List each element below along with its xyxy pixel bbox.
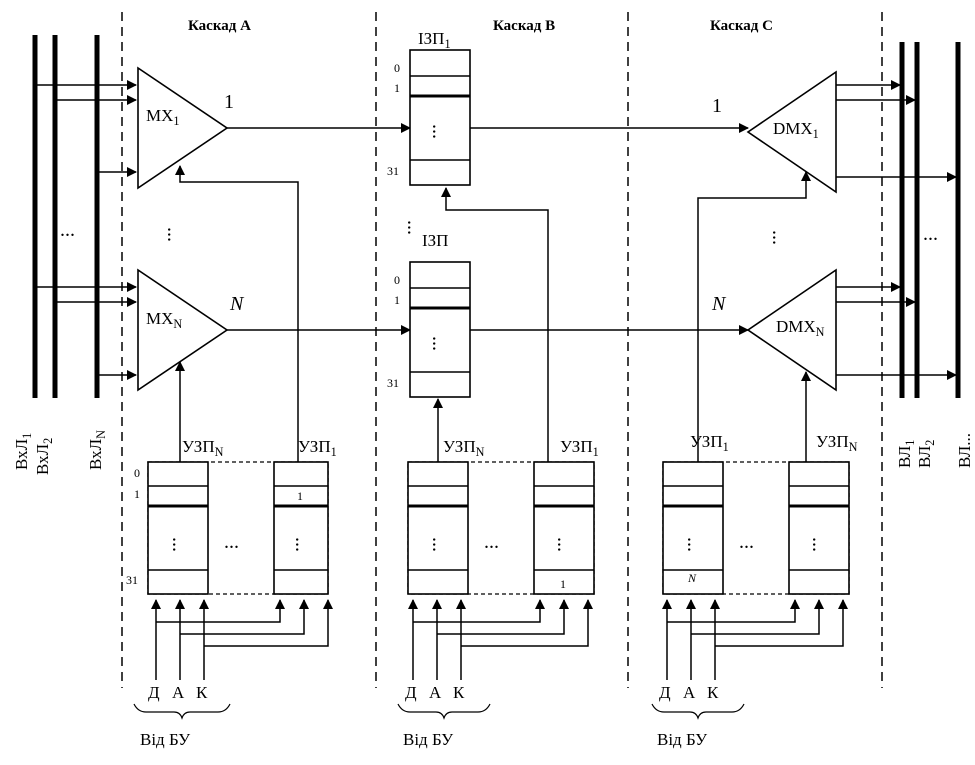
memory-top-row-1: 1 xyxy=(394,81,400,95)
control-memory-c-left-label: УЗП1 xyxy=(690,432,729,454)
mux-dots: ... xyxy=(163,227,185,242)
control-memory-c-right-label: УЗПN xyxy=(816,432,858,454)
memory-dots: ... xyxy=(403,220,425,235)
control-memory-b-right-label: УЗП1 xyxy=(560,437,599,459)
input-bus xyxy=(32,35,100,398)
memory-top-row-31: 31 xyxy=(387,164,399,178)
control-memory-a-cell-right: 1 xyxy=(297,489,303,503)
memory-bottom-row-31: 31 xyxy=(387,376,399,390)
control-memory-b-dots-mid: ... xyxy=(484,531,499,553)
control-memory-b-left xyxy=(407,461,469,595)
output-dots: ... xyxy=(923,223,938,245)
output-label-n: ВЛ... xyxy=(955,433,974,468)
mux-bottom-out-label: N xyxy=(229,293,245,315)
output-labels: ВЛ1 ВЛ2 ВЛ... xyxy=(895,433,974,468)
memory-top-label: ІЗП1 xyxy=(418,29,451,51)
control-memory-a-row-31: 31 xyxy=(126,573,138,587)
control-memory-c-cell-left: N xyxy=(687,571,697,585)
memory-top-row-0: 0 xyxy=(394,61,400,75)
control-memory-a: 0 1 31 1 ... ... ... УЗПN УЗП1 xyxy=(126,437,337,595)
demux-top-in-label: 1 xyxy=(712,95,722,117)
brace-c xyxy=(651,703,745,720)
control-memory-b-dots-right: ... xyxy=(553,537,575,552)
signal-c-source: Від БУ xyxy=(657,730,708,749)
memory-top xyxy=(409,49,471,186)
control-memory-a-left xyxy=(147,461,209,595)
signals-a: Д А К Від БУ xyxy=(133,683,231,749)
signal-b-k: К xyxy=(453,683,465,702)
mux-top-out-label: 1 xyxy=(224,91,234,113)
ctrl-b-1 xyxy=(441,187,549,462)
memory-bottom-row-1: 1 xyxy=(394,293,400,307)
memory-bottom-label: ІЗП xyxy=(422,231,448,250)
output-label-2: ВЛ2 xyxy=(915,440,937,468)
control-memory-b-left-label: УЗПN xyxy=(443,437,485,459)
cascade-b-title: Каскад B xyxy=(493,18,555,34)
signals-b: Д А К Від БУ xyxy=(397,683,491,749)
signals-c: Д А К Від БУ xyxy=(651,683,745,749)
mux-bottom xyxy=(137,268,229,392)
control-memory-b-right xyxy=(533,461,595,595)
control-memory-a-dots-mid: ... xyxy=(224,531,239,553)
input-label-1: ВхЛ1 xyxy=(12,433,34,470)
input-dots: ... xyxy=(60,219,75,241)
mux-bottom-label: MXN xyxy=(146,309,182,331)
memory-bottom-dots: ... xyxy=(428,336,450,351)
signal-c-a: А xyxy=(683,683,696,702)
signal-c-d: Д xyxy=(659,683,671,702)
mux-top xyxy=(137,66,229,190)
signal-c-k: К xyxy=(707,683,719,702)
control-memory-c-dots-left: ... xyxy=(683,537,705,552)
control-memory-a-row-1: 1 xyxy=(134,487,140,501)
brace-a xyxy=(133,703,231,720)
demux-bottom xyxy=(746,268,837,392)
demux-dots: ... xyxy=(768,230,790,245)
input-label-n: ВхЛN xyxy=(86,430,108,470)
control-memory-c-dots-mid: ... xyxy=(739,531,754,553)
control-memory-a-dots-right: ... xyxy=(291,537,313,552)
memory-bottom-row-0: 0 xyxy=(394,273,400,287)
output-label-1: ВЛ1 xyxy=(895,440,917,468)
input-label-2: ВхЛ2 xyxy=(33,438,55,475)
signal-b-source: Від БУ xyxy=(403,730,454,749)
signal-b-d: Д xyxy=(405,683,417,702)
control-memory-c-dots-right: ... xyxy=(808,537,830,552)
signal-b-a: А xyxy=(429,683,442,702)
demux-top-label: DMX1 xyxy=(773,119,819,141)
ctrl-c-1 xyxy=(697,171,811,462)
demux-top xyxy=(746,70,837,194)
output-bus xyxy=(899,42,961,398)
control-memory-a-row-0: 0 xyxy=(134,466,140,480)
control-memory-b-dots-left: ... xyxy=(428,537,450,552)
memory-bottom xyxy=(409,261,471,398)
demux-bottom-label: DMXN xyxy=(776,317,825,339)
cascade-a-title: Каскад A xyxy=(188,18,251,34)
signal-a-k: К xyxy=(196,683,208,702)
control-memory-a-right xyxy=(273,461,329,595)
control-memory-a-dots-left: ... xyxy=(168,537,190,552)
cascade-c-title: Каскад C xyxy=(710,18,773,34)
cascade-separators xyxy=(121,12,883,688)
mux-top-label: MX1 xyxy=(146,106,180,128)
control-memory-c-left xyxy=(662,461,724,595)
control-memory-b-cell-right: 1 xyxy=(560,577,566,591)
control-memory-c: N ... ... ... УЗП1 УЗПN xyxy=(662,432,858,595)
signal-a-a: А xyxy=(172,683,185,702)
signal-a-source: Від БУ xyxy=(140,730,191,749)
signal-a-d: Д xyxy=(148,683,160,702)
control-memory-c-right xyxy=(788,461,850,595)
control-memory-b: 1 ... ... ... УЗПN УЗП1 xyxy=(407,437,599,595)
demux-bottom-in-label: N xyxy=(711,293,727,315)
input-labels: ВхЛ1 ВхЛ2 ВхЛN xyxy=(12,430,108,475)
ctrl-a-1 xyxy=(175,165,299,462)
control-memory-a-right-label: УЗП1 xyxy=(298,437,337,459)
memory-top-dots: ... xyxy=(428,124,450,139)
control-memory-a-left-label: УЗПN xyxy=(182,437,224,459)
brace-b xyxy=(397,703,491,720)
